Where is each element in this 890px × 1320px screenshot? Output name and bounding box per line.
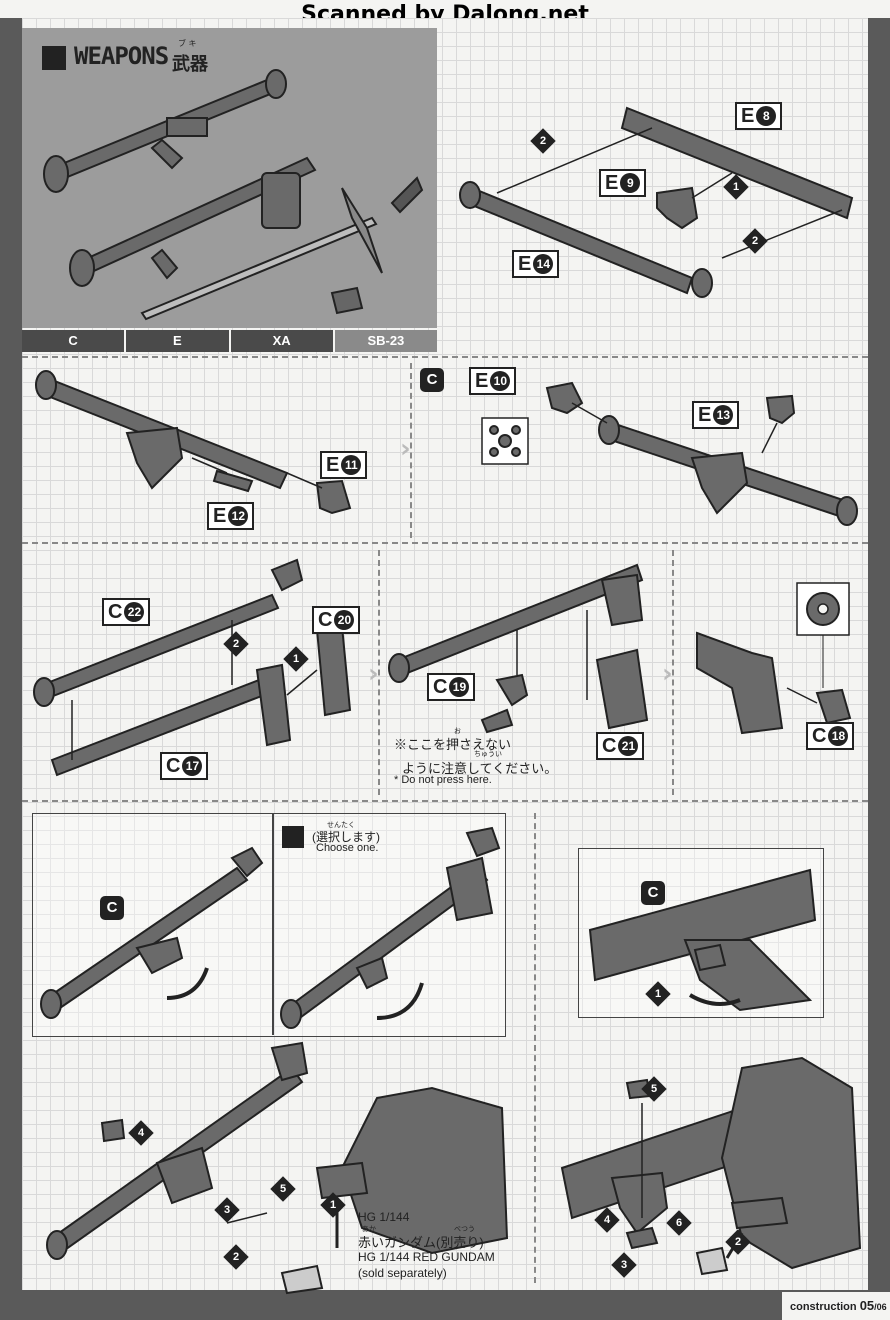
- choose-ruby: せんたく: [327, 822, 355, 829]
- choose-box-divider: [272, 813, 274, 1035]
- top-margin: [0, 0, 890, 18]
- row-divider-2: [22, 542, 868, 544]
- choose-one-icon: [282, 826, 304, 848]
- col-divider-4: [534, 813, 536, 1283]
- col-divider-1: [410, 363, 412, 538]
- footer-page: 05: [859, 1298, 875, 1313]
- step6-illustration: [696, 582, 852, 735]
- assembly-left-illustration: [46, 1041, 509, 1295]
- product-line1: HG 1/144: [358, 1210, 410, 1224]
- assembly-right-illustration: [560, 1056, 862, 1276]
- caution-ruby-1: お: [454, 728, 461, 735]
- choose-option-a: [40, 846, 264, 1019]
- step4-illustration: [33, 558, 352, 777]
- product-line3: HG 1/144 RED GUNDAM: [358, 1250, 495, 1264]
- runner-badge-c-3: C: [641, 881, 665, 905]
- row-divider-3: [22, 800, 868, 802]
- footer-tab: [782, 1292, 890, 1320]
- runner-badge-c-2: C: [100, 896, 124, 920]
- choose-text-en: Choose one.: [316, 842, 379, 854]
- runner-c: C: [22, 330, 127, 352]
- caution-text-en: * Do not press here.: [394, 774, 492, 786]
- caution-text-ja-1: ※ここを押さえない: [394, 737, 512, 752]
- col-divider-3: [672, 550, 674, 795]
- section-title-ruby: ブ キ: [178, 39, 197, 48]
- runner-strip: C E XA SB-23: [22, 330, 437, 352]
- runner-sb23: SB-23: [334, 330, 437, 352]
- instruction-page: WEAPONS 武器 ブ キ C E XA SB-23: [22, 18, 868, 1295]
- footer-total: /06: [874, 1302, 887, 1312]
- footer-label: construction 05/06: [790, 1298, 887, 1313]
- footer-construction: construction: [790, 1301, 857, 1313]
- weapons-overview-illustration: [43, 69, 424, 321]
- detail-box-illustration: [588, 868, 817, 1012]
- product-line4: (sold separately): [358, 1266, 447, 1280]
- section-marker-square: [42, 46, 66, 70]
- runner-xa: XA: [230, 330, 335, 352]
- step2-illustration: [35, 370, 352, 515]
- step1-illustration: [459, 106, 854, 298]
- product-line2-ja: 赤いガンダム(別売り): [358, 1235, 484, 1250]
- runner-e: E: [126, 330, 231, 352]
- row-divider-1: [22, 356, 868, 358]
- step5-illustration: [388, 563, 649, 734]
- arrow-chevron-1: ›: [400, 434, 411, 464]
- step3-illustration: [481, 381, 858, 526]
- choose-text-ja: (選択します): [312, 830, 380, 844]
- product-ruby-aka: あか: [362, 1226, 376, 1233]
- caution-ruby-2: ちゅうい: [474, 751, 502, 758]
- col-divider-2: [378, 550, 380, 795]
- caution-text-ja-2: ように注意してください。: [402, 761, 558, 776]
- choose-option-b: [280, 826, 501, 1029]
- section-title: WEAPONS: [74, 42, 169, 70]
- product-ruby-betsu: べつう: [454, 1226, 475, 1233]
- section-title-ja: 武器: [172, 54, 208, 75]
- arrow-chevron-2: ›: [368, 659, 379, 689]
- runner-badge-c: C: [420, 368, 444, 392]
- arrow-chevron-3: ›: [662, 659, 673, 689]
